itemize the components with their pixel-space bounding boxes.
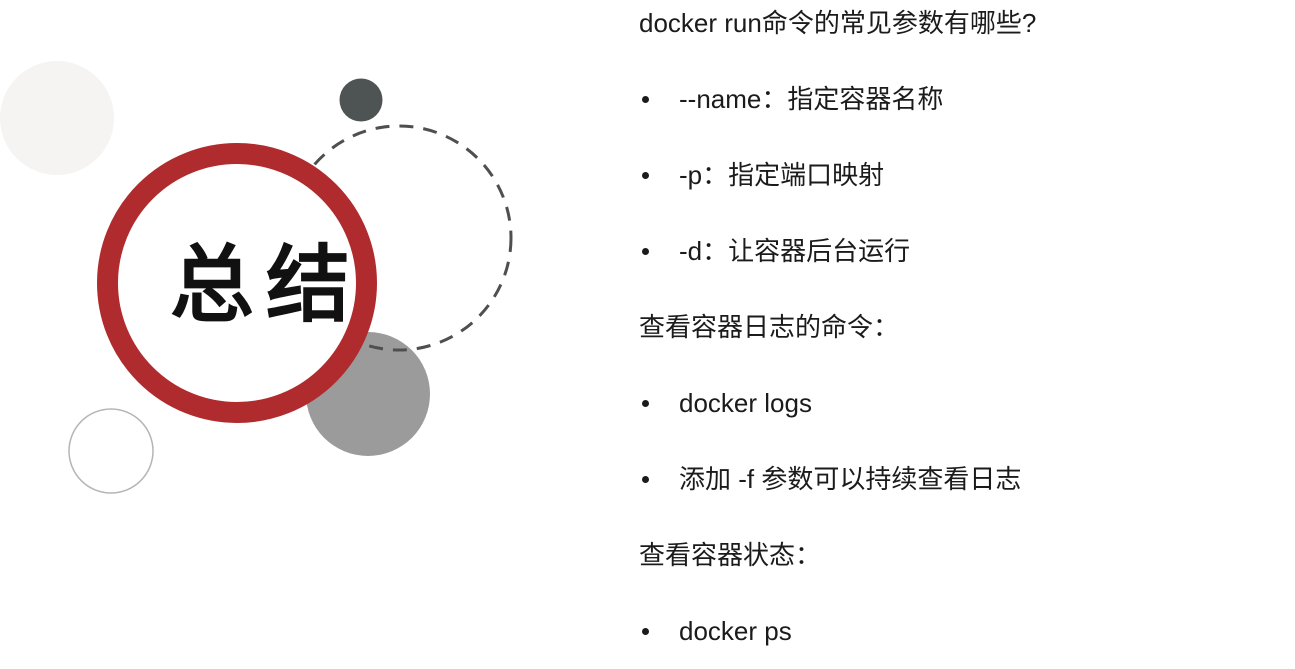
bullet-item-docker-ps: docker ps — [639, 593, 1279, 669]
outline-circle-decoration — [68, 408, 154, 494]
bullet-text: --name：指定容器名称 — [679, 83, 944, 114]
bullet-item-name-param: --name：指定容器名称 — [639, 61, 1279, 137]
heading-container-status: 查看容器状态： — [639, 517, 1279, 593]
bullet-dot-icon — [642, 475, 649, 483]
bullet-dot-icon — [642, 171, 649, 179]
heading-text: docker run命令的常见参数有哪些? — [639, 7, 1037, 38]
heading-container-logs: 查看容器日志的命令： — [639, 289, 1279, 365]
bullet-text: docker ps — [679, 615, 792, 646]
red-ring — [97, 143, 377, 423]
bullet-dot-icon — [642, 399, 649, 407]
circles-svg — [0, 61, 513, 494]
light-circle-decoration — [0, 61, 114, 175]
bullet-item-docker-logs: docker logs — [639, 365, 1279, 441]
bullet-dot-icon — [642, 247, 649, 255]
dark-dot-decoration — [339, 78, 383, 122]
bullet-item-p-param: -p：指定端口映射 — [639, 137, 1279, 213]
heading-docker-run-params: docker run命令的常见参数有哪些? — [639, 0, 1279, 61]
bullet-text: 添加 -f 参数可以持续查看日志 — [679, 463, 1022, 494]
bullet-text: -d：让容器后台运行 — [679, 235, 911, 266]
heading-text: 查看容器日志的命令： — [639, 311, 900, 342]
bullet-item-f-param: 添加 -f 参数可以持续查看日志 — [639, 441, 1279, 517]
dashed-circle-decoration — [285, 124, 513, 352]
bullet-dot-icon — [642, 95, 649, 103]
decorative-circles-graphic: 总结 — [0, 0, 560, 500]
bullet-text: docker logs — [679, 387, 812, 418]
bullet-item-d-param: -d：让容器后台运行 — [639, 213, 1279, 289]
bullet-text: -p：指定端口映射 — [679, 159, 885, 190]
summary-badge-label: 总结 — [170, 238, 363, 332]
heading-text: 查看容器状态： — [639, 539, 822, 570]
bullet-dot-icon — [642, 627, 649, 635]
summary-text-column: docker run命令的常见参数有哪些? --name：指定容器名称 -p：指… — [639, 0, 1279, 669]
